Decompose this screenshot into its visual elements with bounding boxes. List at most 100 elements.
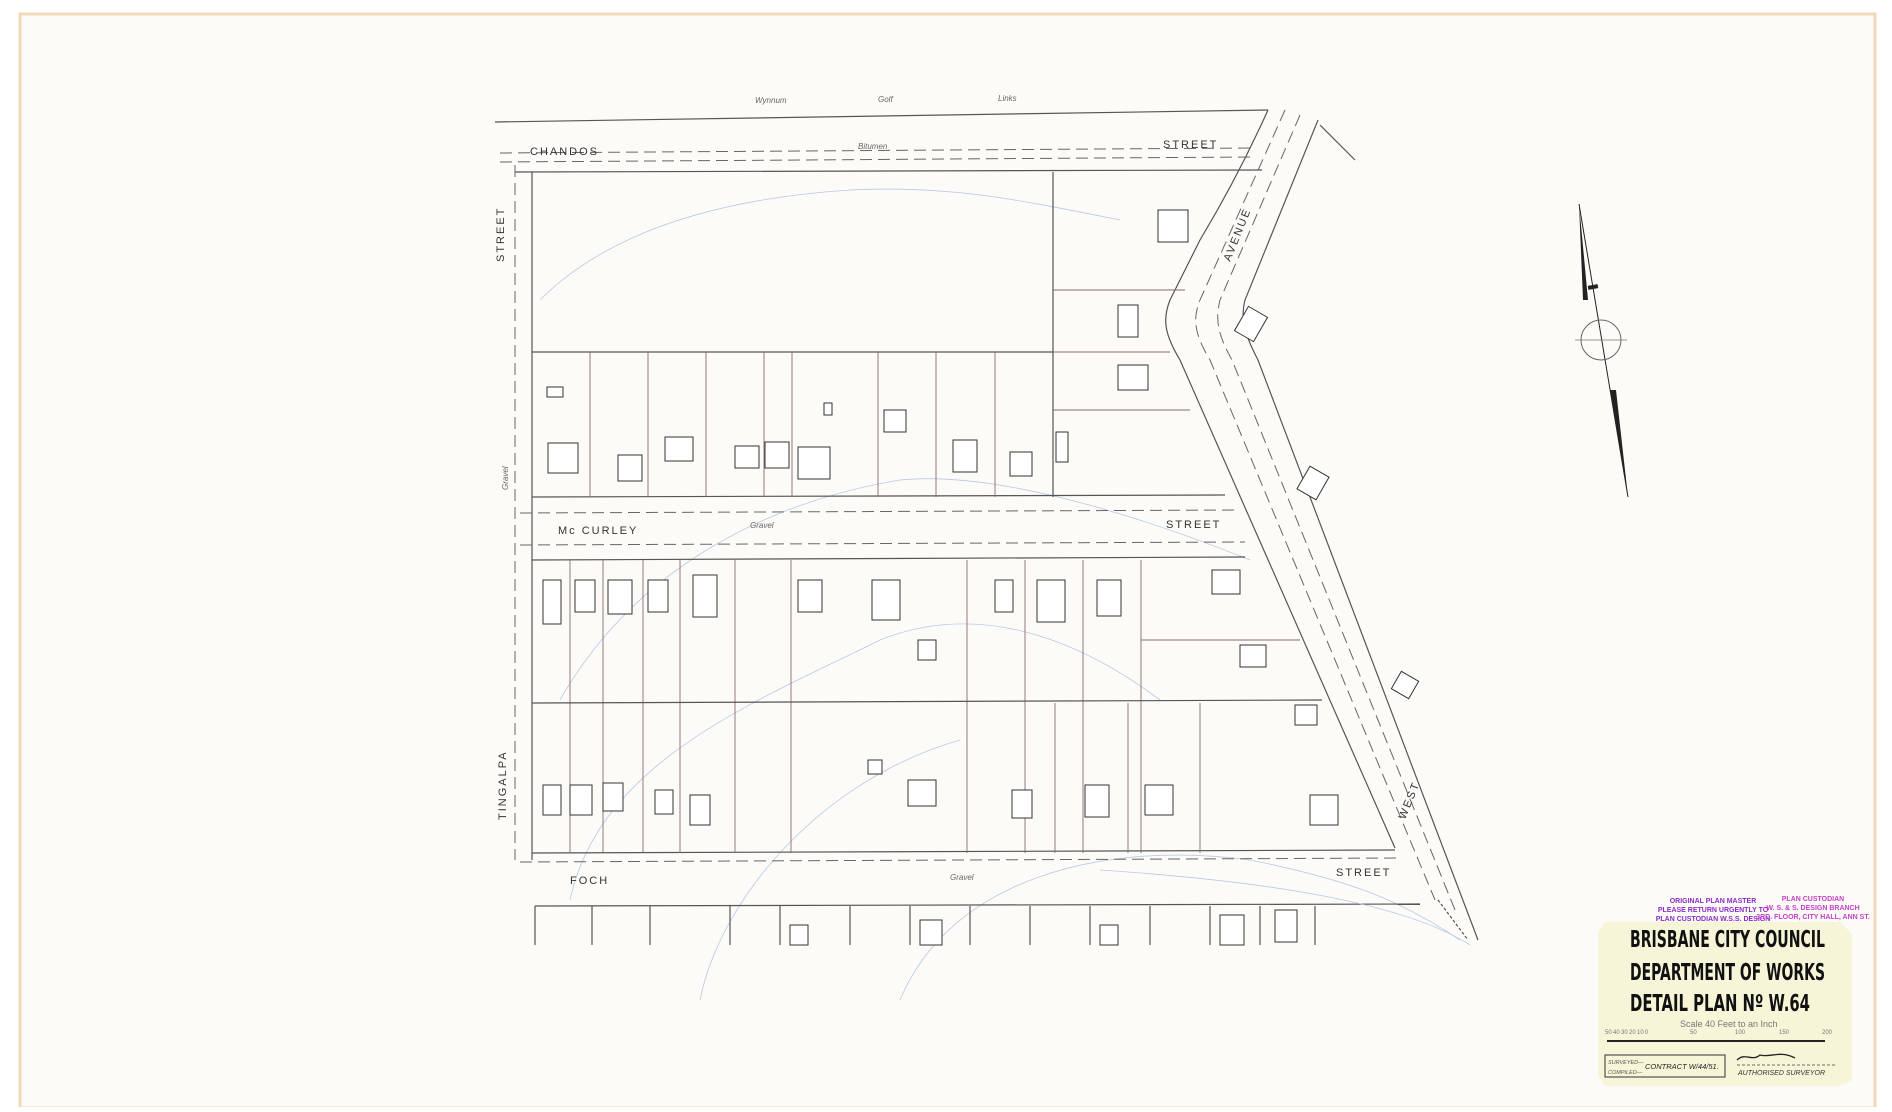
house — [789, 924, 809, 946]
label-foch-street: STREET — [1336, 867, 1391, 879]
stamp-master-line: PLEASE RETURN URGENTLY TO — [1658, 907, 1769, 914]
foch-street — [519, 849, 1471, 946]
label-bitumen: Bitumen — [858, 142, 888, 151]
house — [542, 784, 562, 816]
house — [1144, 784, 1174, 816]
house — [1294, 704, 1318, 726]
house — [1099, 924, 1119, 946]
house — [664, 436, 694, 462]
west-avenue — [1165, 109, 1479, 941]
house — [1211, 569, 1241, 595]
stamp-custodian-line: W. S. & S. DESIGN BRANCH — [1766, 905, 1859, 912]
label-mccurley-gravel: Gravel — [750, 521, 774, 530]
surveyor-signature — [1736, 1053, 1796, 1061]
chandos-street — [494, 109, 1269, 173]
authorised-surveyor: AUTHORISED SURVEYOR — [1737, 1070, 1825, 1077]
label-chandos-street: STREET — [1163, 139, 1218, 151]
scale-tick: 20 — [1629, 1030, 1636, 1036]
house — [1296, 465, 1330, 501]
scale-tick: 30 — [1621, 1030, 1628, 1036]
scale-tick: 150 — [1779, 1030, 1790, 1036]
title-department: DEPARTMENT OF WORKS — [1630, 960, 1825, 986]
house — [1390, 670, 1420, 700]
scale-tick: 40 — [1613, 1030, 1620, 1036]
surveyed-label: SURVEYED— — [1608, 1060, 1644, 1066]
paper-sheet — [18, 12, 1877, 1110]
house — [883, 409, 907, 433]
contract-number: CONTRACT W/44/51. — [1645, 1062, 1719, 1071]
house — [647, 579, 669, 613]
house — [1055, 431, 1069, 463]
house — [689, 794, 711, 826]
house — [1233, 305, 1269, 343]
scale-tick: 0 — [1645, 1030, 1649, 1036]
house — [907, 779, 937, 807]
building-footprints — [542, 209, 1420, 946]
house — [1036, 579, 1066, 623]
house — [734, 445, 760, 469]
house — [569, 784, 593, 816]
house — [1011, 789, 1033, 819]
tingalpa-street — [514, 165, 533, 860]
shed — [867, 759, 883, 775]
label-tingalpa-gravel: Gravel — [501, 466, 510, 490]
label-tingalpa-street: STREET — [495, 207, 507, 262]
title-block: BRISBANE CITY COUNCIL DEPARTMENT OF WORK… — [1598, 922, 1852, 1086]
stamp-custodian-line: PLAN CUSTODIAN — [1782, 896, 1844, 903]
house — [574, 579, 596, 613]
house — [764, 441, 790, 469]
house — [1096, 579, 1122, 617]
title-council: BRISBANE CITY COUNCIL — [1630, 927, 1825, 953]
scale-tick: 50 — [1605, 1030, 1612, 1036]
stamp-master-line: ORIGINAL PLAN MASTER — [1670, 898, 1757, 905]
scale-tick: 50 — [1690, 1030, 1697, 1036]
shed — [823, 402, 833, 416]
house — [607, 579, 633, 615]
stamp-master-line: PLAN CUSTODIAN W.S.S. DESIGN — [1656, 916, 1771, 923]
house — [1117, 304, 1139, 338]
house — [654, 789, 674, 815]
house — [1157, 209, 1189, 243]
label-wynnum: Wynnum — [755, 96, 787, 105]
scale-bar: 50 40 30 20 10 0 50 100 150 200 — [1605, 1030, 1833, 1042]
house — [797, 446, 831, 480]
shed — [546, 386, 564, 398]
house — [994, 579, 1014, 613]
label-mccurley: Mc CURLEY — [558, 525, 638, 537]
house — [871, 579, 901, 621]
label-mccurley-street: STREET — [1166, 519, 1221, 531]
house — [1219, 914, 1245, 946]
custodian-stamps: ORIGINAL PLAN MASTER PLEASE RETURN URGEN… — [1656, 896, 1870, 923]
mccurley-street — [519, 494, 1246, 561]
house — [1117, 364, 1149, 391]
north-arrow-icon — [1575, 203, 1629, 498]
label-golf: Golf — [878, 95, 893, 104]
label-links: Links — [998, 94, 1017, 103]
stamp-custodian-line: 3RD. FLOOR, CITY HALL, ANN ST. — [1756, 914, 1870, 921]
scale-tick: 200 — [1822, 1030, 1833, 1036]
compiled-label: COMPILED— — [1608, 1070, 1643, 1076]
house — [1084, 784, 1110, 818]
house — [542, 579, 562, 625]
house — [602, 782, 624, 812]
house — [1009, 451, 1033, 477]
title-plan-number: DETAIL PLAN Nº W.64 — [1630, 991, 1810, 1017]
scale-tick: 100 — [1735, 1030, 1746, 1036]
label-foch-gravel: Gravel — [950, 873, 974, 882]
house — [617, 454, 643, 482]
house — [547, 442, 579, 474]
house — [919, 919, 943, 946]
house — [1309, 794, 1339, 826]
scale-text: Scale 40 Feet to an Inch — [1680, 1019, 1778, 1029]
scale-tick: 10 — [1637, 1030, 1644, 1036]
house — [1239, 644, 1267, 668]
label-chandos: CHANDOS — [530, 146, 599, 158]
house — [692, 574, 718, 618]
lot-boundaries — [531, 172, 1323, 945]
label-tingalpa: TINGALPA — [497, 750, 509, 820]
house — [952, 439, 978, 473]
house — [797, 579, 823, 613]
label-foch: FOCH — [570, 875, 609, 887]
